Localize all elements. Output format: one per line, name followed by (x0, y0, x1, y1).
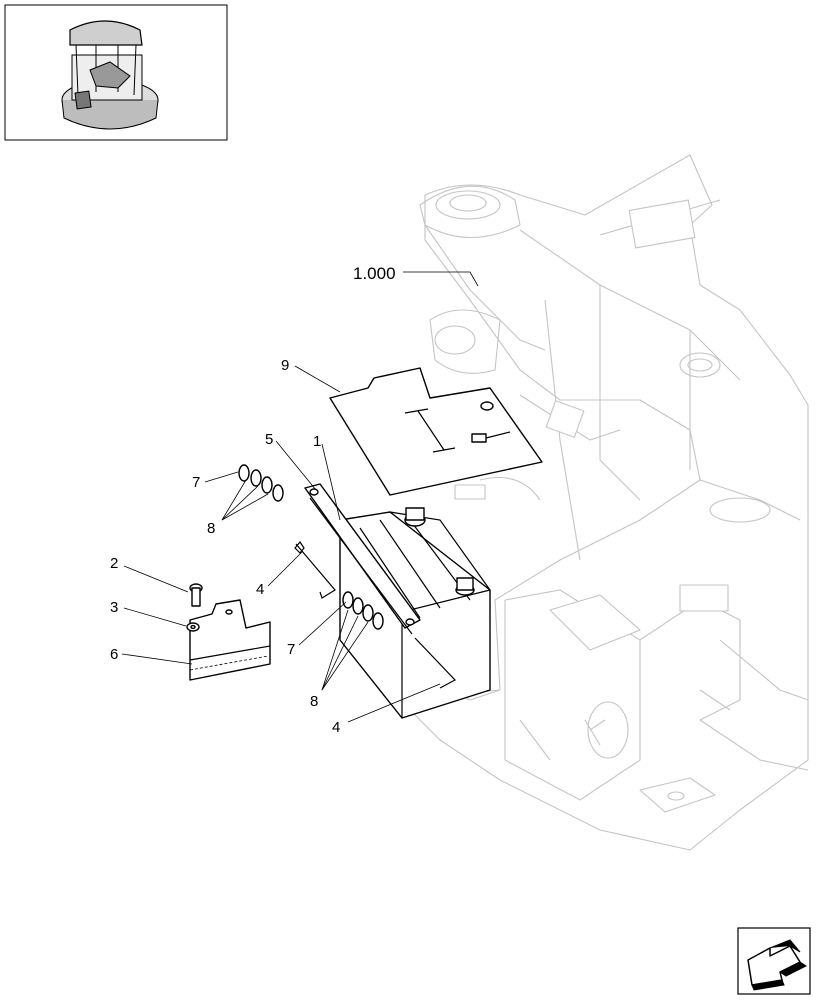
callout-3: 3 (110, 599, 118, 616)
mounting-screw (189, 583, 203, 607)
callout-8-upper: 8 (207, 520, 215, 537)
next-page-button[interactable] (737, 927, 811, 995)
next-page-arrow-icon (747, 939, 807, 991)
callout-6: 6 (110, 646, 118, 663)
leader-lines (121, 271, 479, 723)
callout-labels: 1.000 9 5 1 7 8 2 4 3 7 6 8 4 (110, 264, 396, 736)
callout-4-upper: 4 (256, 581, 264, 598)
machine-overview-icon (61, 20, 159, 130)
callout-8-lower: 8 (310, 693, 318, 710)
reference-label: 1.000 (353, 264, 396, 283)
upper-frame-ghost (399, 154, 809, 851)
thumbnail-panel (4, 4, 228, 141)
callout-4-lower: 4 (332, 719, 340, 736)
battery-bracket (189, 599, 271, 681)
nut-washer-set-upper (238, 464, 284, 502)
callout-9: 9 (281, 357, 289, 374)
battery-cover-plate (329, 367, 543, 496)
hold-down-bar (304, 483, 421, 635)
callout-7-upper: 7 (192, 474, 200, 491)
callout-5: 5 (265, 431, 273, 448)
nut-washer-set-lower (342, 591, 384, 630)
j-bolt (294, 540, 456, 689)
callout-1: 1 (313, 433, 321, 450)
callout-7-lower: 7 (287, 641, 295, 658)
callout-2: 2 (110, 555, 118, 572)
washer (186, 622, 200, 632)
